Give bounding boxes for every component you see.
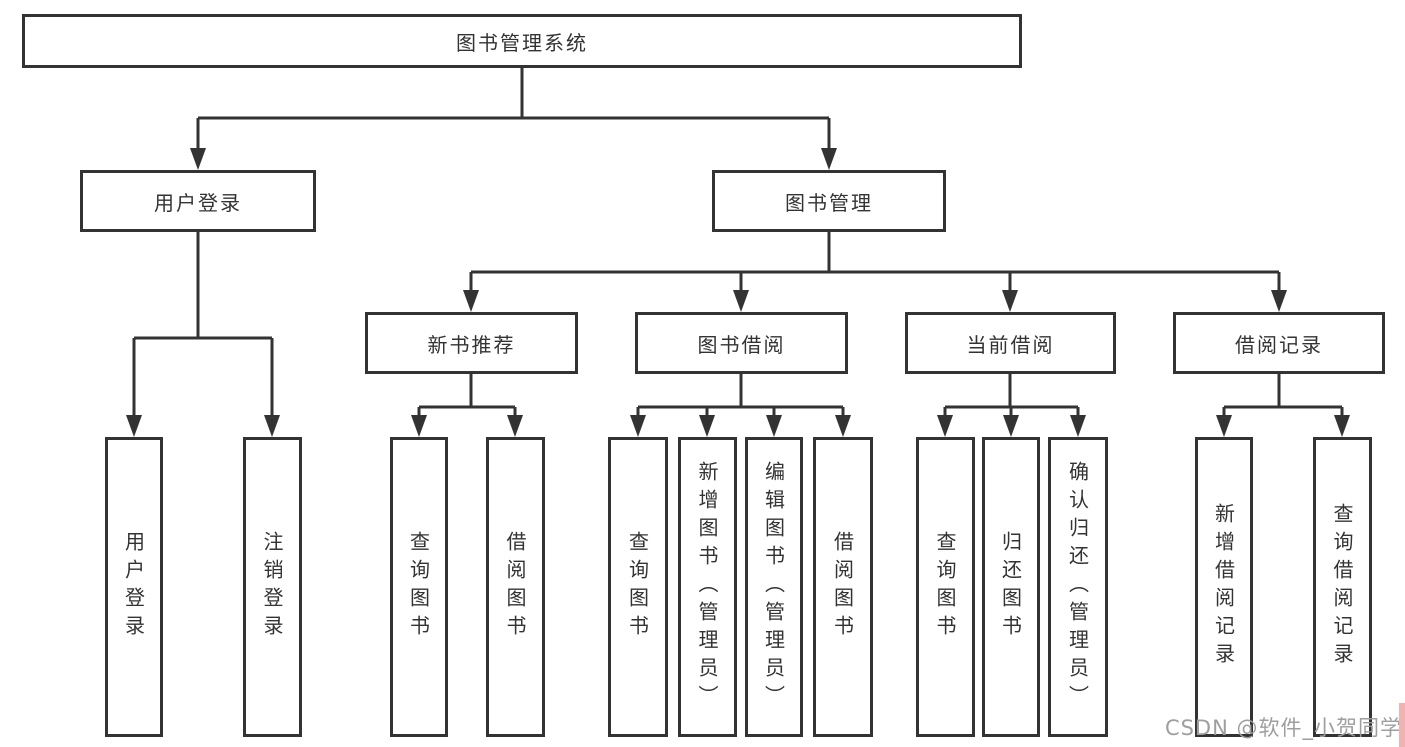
leaf-newbook-borrow-books: 借阅图书 — [486, 437, 545, 737]
leaf-borrow-add-books-admin: 新增图书（管理员） — [678, 437, 737, 737]
node-system-root: 图书管理系统 — [22, 14, 1022, 68]
leaf-borrow-borrow-books: 借阅图书 — [813, 437, 873, 737]
node-user-login: 用户登录 — [80, 170, 316, 232]
node-borrow-records: 借阅记录 — [1173, 312, 1385, 374]
connector-newbook-to-leaves — [411, 374, 523, 437]
node-book-management: 图书管理 — [712, 170, 946, 232]
leaf-current-confirm-return-admin: 确认归还（管理员） — [1048, 437, 1108, 737]
leaf-newbook-query-books: 查询图书 — [390, 437, 448, 737]
watermark-text: CSDN @软件_小贺同学 — [1164, 716, 1402, 740]
leaf-logout: 注销登录 — [243, 437, 302, 737]
connector-bookborrow-to-leaves — [630, 374, 851, 437]
leaf-user-login: 用户登录 — [105, 437, 163, 737]
connector-records-to-leaves — [1216, 374, 1350, 437]
leaf-current-return-books: 归还图书 — [982, 437, 1040, 737]
node-book-borrow: 图书借阅 — [635, 312, 848, 374]
node-new-book-recommend: 新书推荐 — [365, 312, 578, 374]
connector-bookmgmt-to-level3 — [463, 232, 1287, 312]
leaf-records-add-record: 新增借阅记录 — [1195, 437, 1253, 737]
connector-currentborrow-to-leaves — [937, 374, 1086, 437]
leaf-current-query-books: 查询图书 — [916, 437, 975, 737]
connector-userlogin-to-leaves — [126, 232, 280, 437]
leaf-borrow-query-books: 查询图书 — [608, 437, 668, 737]
leaf-records-query-record: 查询借阅记录 — [1313, 437, 1372, 737]
connector-root-to-level2 — [190, 68, 837, 170]
node-current-borrow: 当前借阅 — [905, 312, 1116, 374]
leaf-borrow-edit-books-admin: 编辑图书（管理员） — [745, 437, 803, 737]
watermark-accent — [1399, 703, 1405, 747]
